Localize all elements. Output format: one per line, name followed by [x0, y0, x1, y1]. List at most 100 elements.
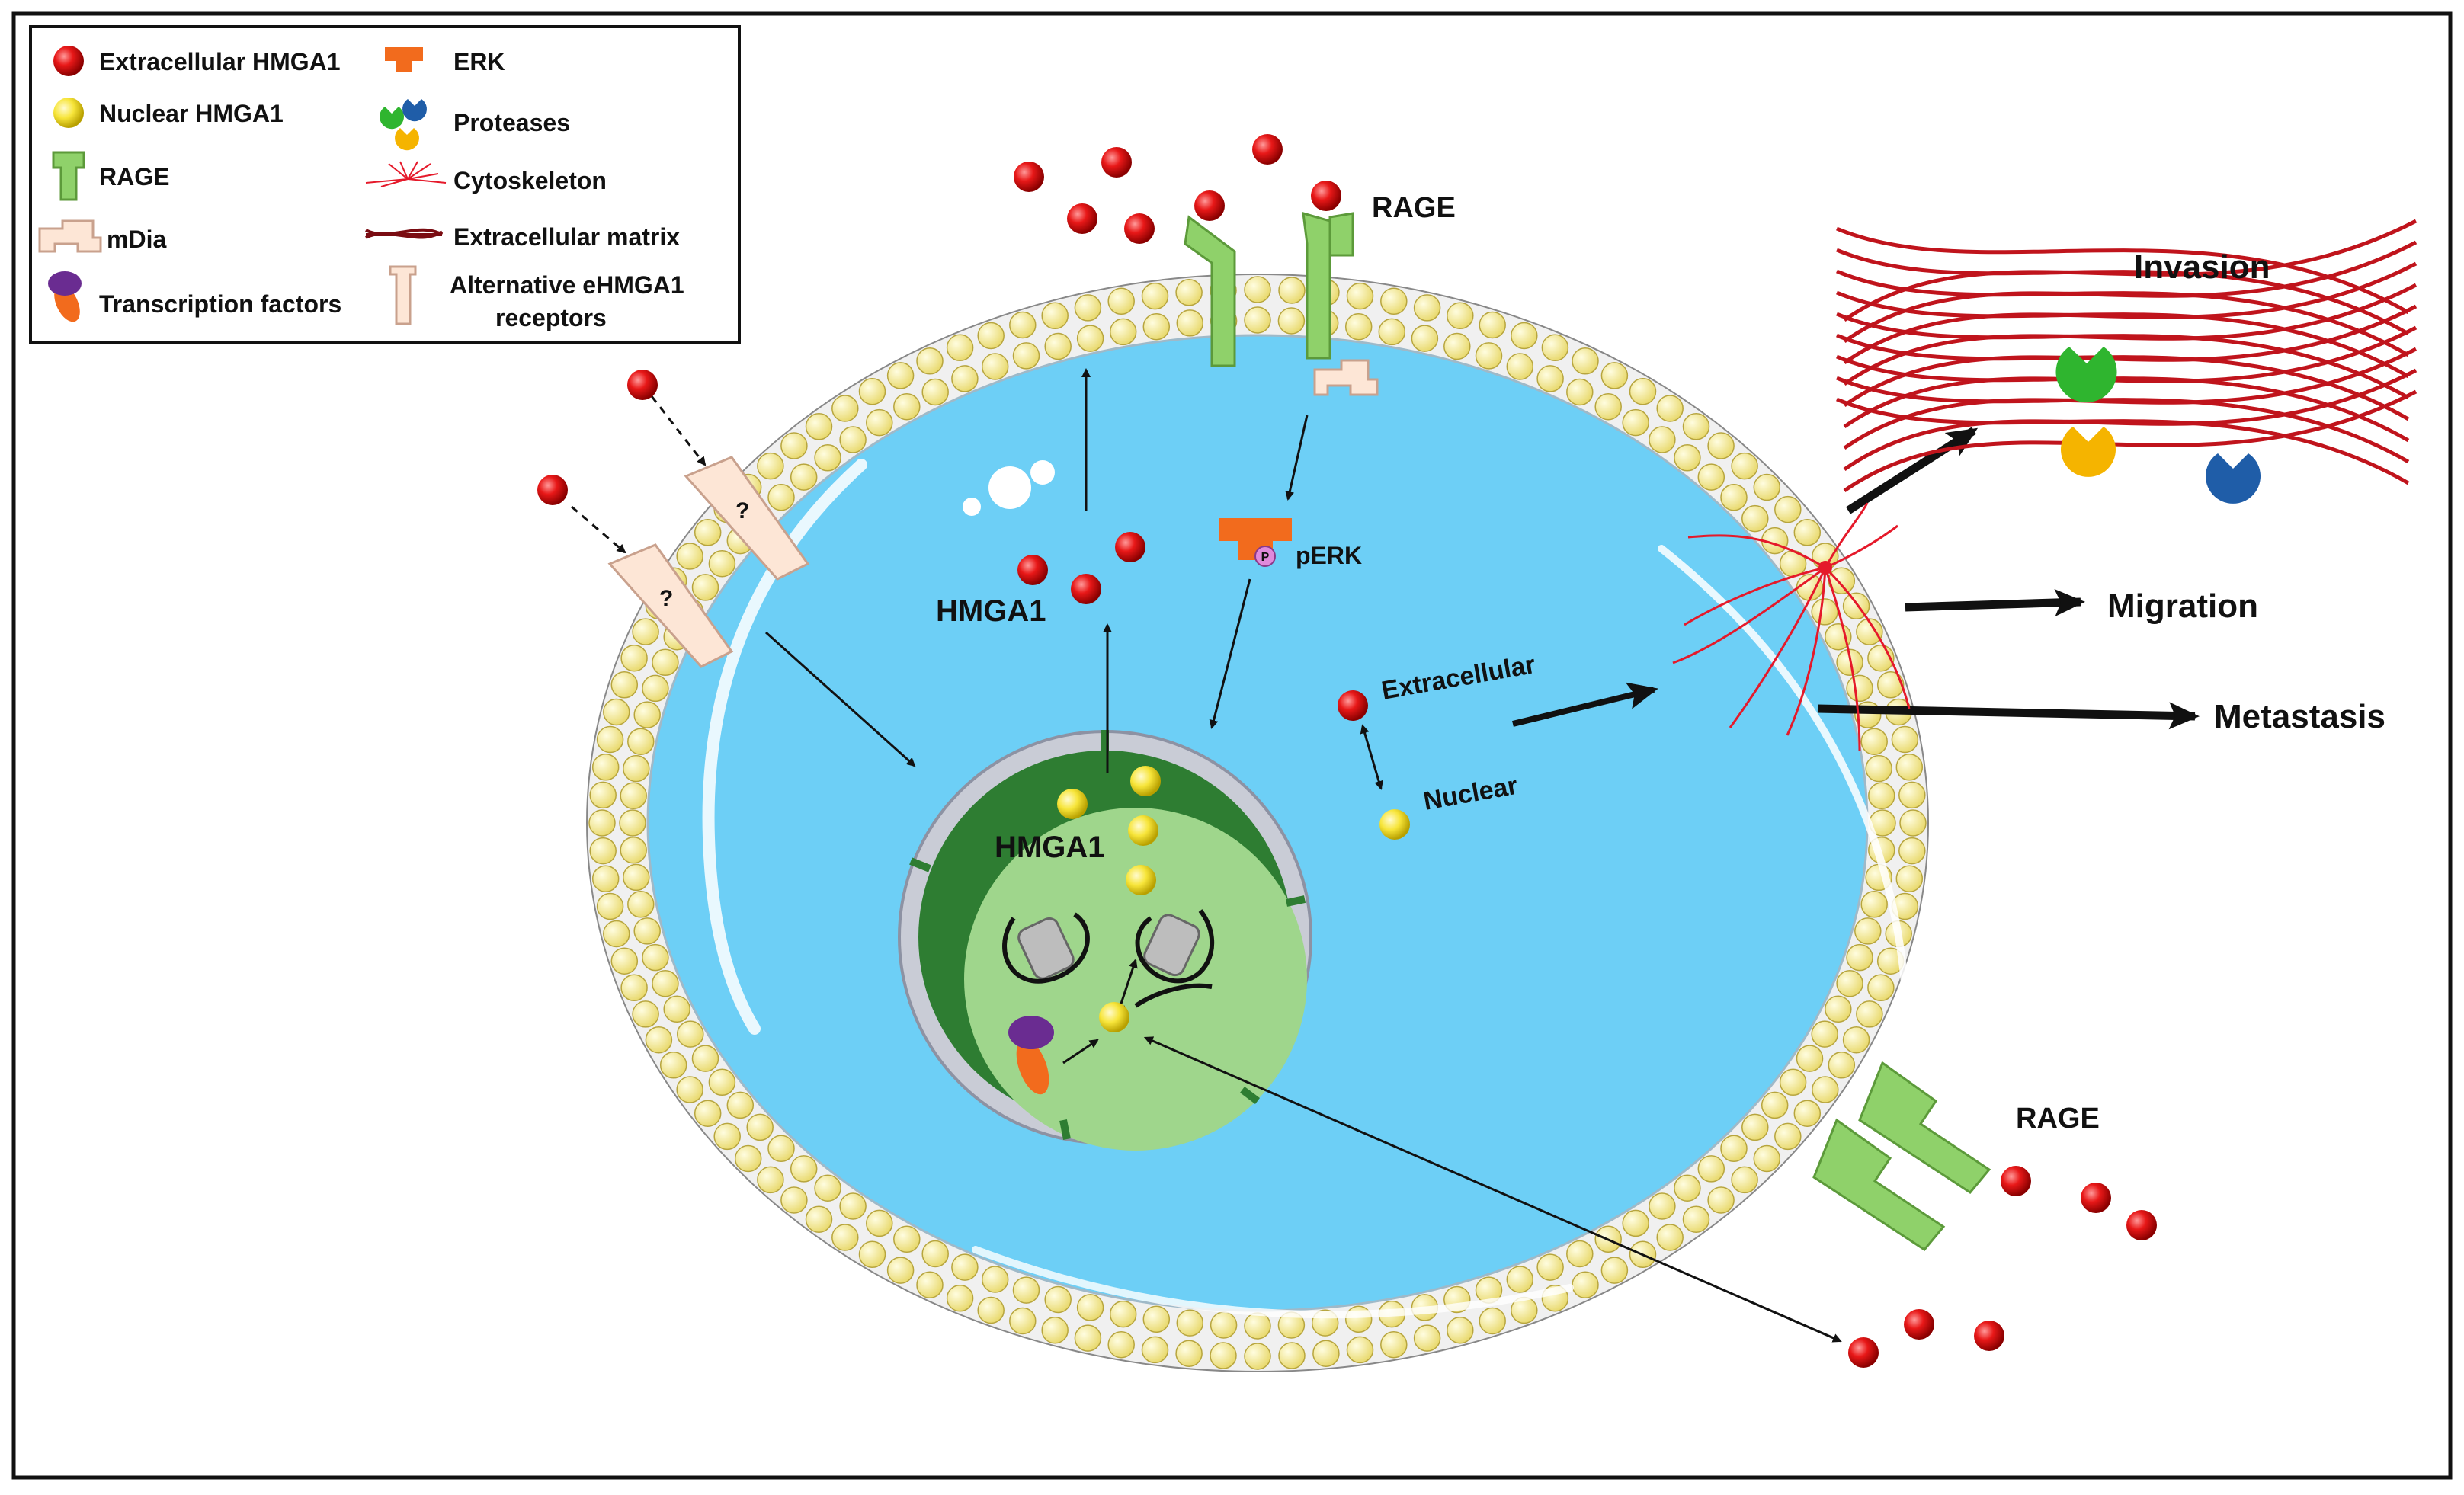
unknown-receptor-label: ?	[735, 498, 749, 523]
lipid-head	[1796, 1045, 1824, 1072]
lipid-head	[588, 809, 616, 837]
lipid-head	[1012, 342, 1040, 370]
lipid-head	[981, 1266, 1009, 1293]
legend-label: Extracellular matrix	[453, 223, 680, 251]
lipid-head	[1244, 1312, 1271, 1340]
lipid-head	[893, 1225, 921, 1253]
arrow-tf-to-hmga1	[1062, 1039, 1099, 1064]
lipid-head	[1682, 1205, 1710, 1233]
rage-receptor-bottom	[1812, 1061, 1991, 1251]
lipid-head	[1278, 277, 1306, 304]
unknown-receptor-label: ?	[659, 586, 673, 611]
nuclear-hmga1-sphere	[1130, 766, 1161, 796]
lipid-head	[1012, 1276, 1040, 1304]
extracellular-hmga1-sphere	[1014, 162, 1044, 192]
dashed-arrow-lower-receptor	[571, 505, 626, 554]
arrow-to-cytoskeleton	[1512, 682, 1658, 727]
lipid-head	[1720, 1135, 1748, 1163]
dashed-arrow-upper-receptor	[650, 395, 707, 466]
lipid-head	[589, 781, 617, 809]
lipid-head	[1511, 322, 1538, 350]
migration-label: Migration	[2107, 587, 2258, 625]
lipid-head	[1142, 1305, 1171, 1333]
lipid-head	[814, 444, 841, 472]
lipid-head	[1175, 1340, 1203, 1367]
lipid-head	[1895, 865, 1924, 892]
lipid-head	[1411, 325, 1439, 352]
cytoskeleton	[1672, 502, 1911, 751]
lipid-head	[1811, 598, 1838, 626]
lipid-head	[1572, 347, 1599, 375]
lipid-head	[1109, 1300, 1137, 1328]
lipid-head	[642, 943, 669, 972]
nuclear-hmga1-sphere	[1379, 809, 1410, 840]
invasion-label: Invasion	[2134, 248, 2270, 286]
chromatin-left	[1002, 912, 1090, 984]
lipid-head	[893, 392, 921, 421]
lipid-head	[951, 1253, 979, 1281]
lipid-head	[1707, 432, 1735, 459]
legend-label: receptors	[495, 304, 607, 331]
lipid-head	[1649, 426, 1676, 453]
lipid-head	[1860, 891, 1888, 918]
lipid-head	[1720, 483, 1748, 511]
lipid-head	[1380, 1330, 1408, 1359]
lipid-head	[1076, 325, 1104, 352]
lipid-head	[603, 698, 630, 726]
lipid-head	[805, 1205, 833, 1233]
extracellular-hmga1-sphere	[1904, 1309, 1934, 1340]
extracellular-hmga1-sphere	[1311, 181, 1341, 211]
lipid-head	[610, 947, 639, 975]
lipid-head	[1572, 1271, 1599, 1298]
lipid-head	[1566, 378, 1594, 406]
lipid-head	[1541, 334, 1569, 362]
lipid-head	[623, 754, 650, 783]
lipid-head	[1346, 282, 1374, 310]
transcription-factor-complex	[1008, 1016, 1054, 1095]
extracellular-hmga1-sphere	[1848, 1337, 1879, 1368]
chromatin-right	[1134, 909, 1215, 1008]
lipid-head	[1860, 728, 1888, 755]
lipid-head	[916, 347, 944, 375]
alternative-receptor-upper: ?	[684, 456, 810, 581]
vesicle	[963, 498, 981, 516]
lipid-head	[620, 974, 648, 1002]
lipid-head	[1867, 974, 1895, 1002]
lipid-head	[632, 1000, 659, 1028]
lipid-head	[1141, 282, 1169, 310]
lipid-head	[1674, 1174, 1701, 1202]
lipid-head	[642, 674, 669, 703]
extracellular-hmga1-sphere	[1101, 147, 1132, 178]
lipid-head	[1842, 1026, 1870, 1054]
lipid-head	[1846, 674, 1873, 703]
lipid-head	[1865, 754, 1892, 783]
lipid-head	[1774, 495, 1802, 523]
lipid-head	[652, 969, 679, 997]
extracellular-hmga1-sphere	[1067, 203, 1097, 234]
extracellular-hmga1-sphere	[2001, 1166, 2031, 1196]
lipid-head	[1731, 452, 1758, 480]
lipid-head	[1044, 332, 1072, 360]
lipid-head	[1176, 1309, 1204, 1337]
lipid-head	[1176, 309, 1204, 337]
lipid-head	[1536, 1253, 1564, 1281]
lipid-head	[757, 452, 784, 480]
metastasis-label: Metastasis	[2214, 698, 2385, 735]
legend: Extracellular HMGA1 Nuclear HMGA1 RAGE m…	[29, 25, 741, 344]
lipid-head	[1600, 362, 1629, 389]
lipid-head	[1741, 1113, 1769, 1141]
lipid-head	[627, 728, 655, 755]
lipid-head	[1244, 1343, 1271, 1370]
alternative-receptor-icon	[389, 265, 417, 325]
arrow-to-migration	[1905, 589, 2085, 617]
dashed-arrows	[571, 395, 707, 554]
lipid-head	[1697, 463, 1725, 491]
lipid-head	[1244, 276, 1271, 303]
erk-icon	[385, 47, 423, 72]
lipid-head	[746, 1113, 774, 1141]
lipid-head	[1506, 1266, 1534, 1293]
hmga1-spheres	[537, 134, 2157, 1368]
arrow-to-metastasis	[1817, 702, 2200, 730]
lipid-head	[1753, 473, 1781, 501]
